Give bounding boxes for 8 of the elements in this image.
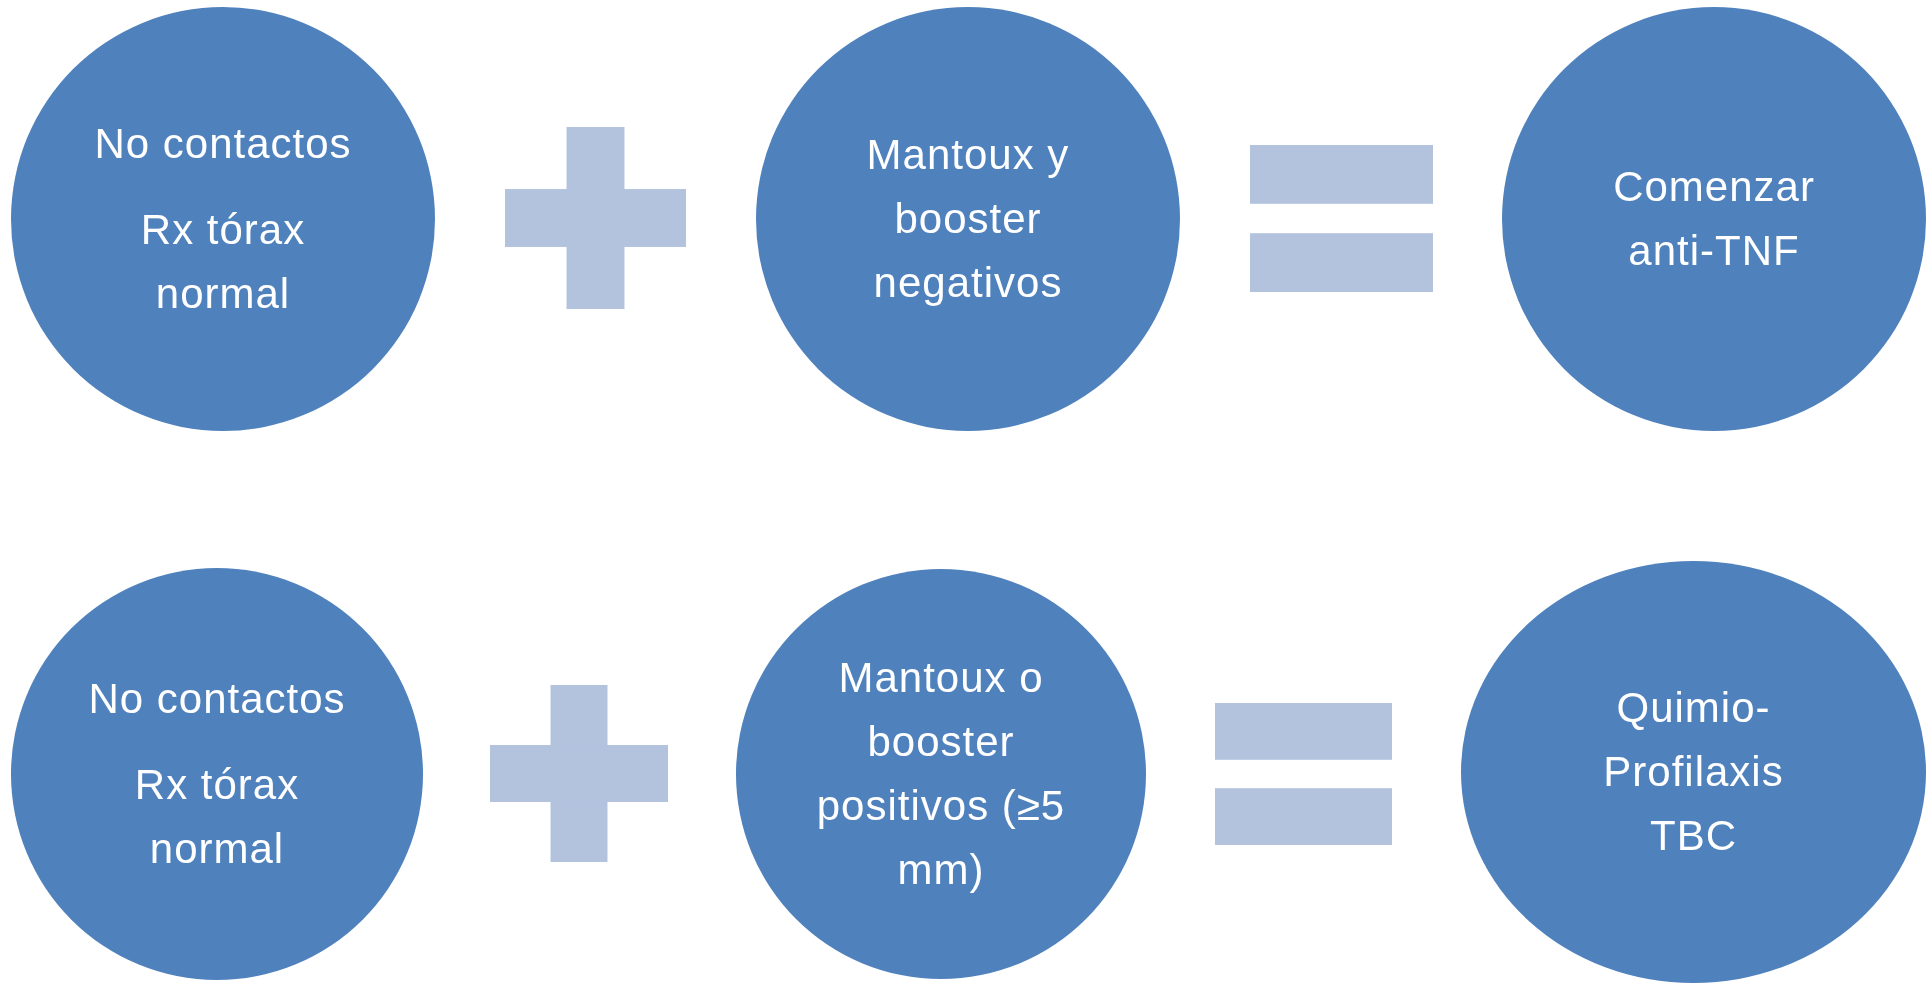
node-text: No contactos xyxy=(87,674,347,724)
node-text: Rx tórax normal xyxy=(139,205,307,319)
node-text: Mantoux o booster positivos (≥5 mm) xyxy=(815,653,1067,895)
node-text: Comenzar anti-TNF xyxy=(1612,162,1816,276)
node-text: Mantoux y booster negativos xyxy=(865,130,1071,308)
node-text: Quimio- Profilaxis TBC xyxy=(1602,683,1785,861)
node-text: Rx tórax normal xyxy=(133,760,301,874)
node-text: No contactos xyxy=(93,119,353,169)
